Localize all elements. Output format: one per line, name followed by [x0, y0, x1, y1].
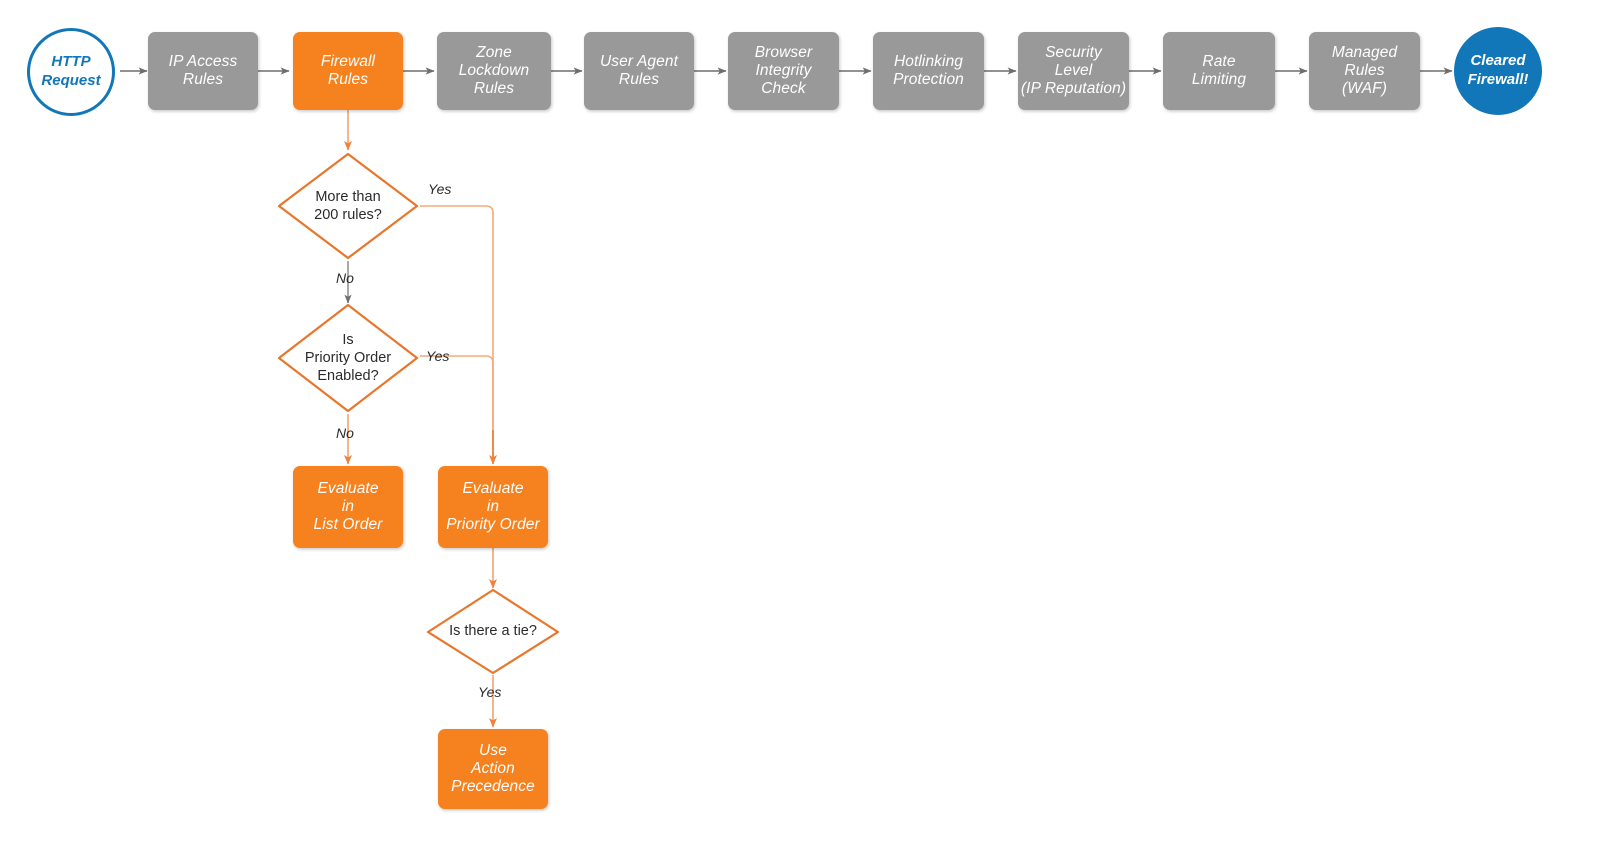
node-evaluate-in-priority-order[interactable]: Evaluate in Priority Order — [438, 466, 548, 548]
node-rate-limiting-label: Rate Limiting — [1191, 52, 1247, 88]
diamond-shape-icon — [426, 588, 560, 675]
decision-is-there-a-tie[interactable]: Is there a tie? — [426, 588, 560, 675]
node-hotlinking-protection-label: Hotlinking Protection — [893, 52, 964, 88]
node-http-request-label: HTTP Request — [41, 53, 101, 89]
node-firewall-rules[interactable]: Firewall Rules — [293, 32, 403, 110]
node-cleared-firewall[interactable]: Cleared Firewall! — [1454, 27, 1542, 115]
node-evaluate-in-priority-order-label: Evaluate in Priority Order — [446, 479, 540, 534]
node-evaluate-in-list-order-label: Evaluate in List Order — [313, 479, 383, 534]
edge-label-more-than-200-no: No — [336, 270, 354, 286]
node-ip-access-rules[interactable]: IP Access Rules — [148, 32, 258, 110]
node-user-agent-rules[interactable]: User Agent Rules — [584, 32, 694, 110]
node-firewall-rules-label: Firewall Rules — [320, 52, 376, 88]
node-use-action-precedence[interactable]: Use Action Precedence — [438, 729, 548, 809]
node-http-request[interactable]: HTTP Request — [27, 28, 115, 116]
node-evaluate-in-list-order[interactable]: Evaluate in List Order — [293, 466, 403, 548]
decision-more-than-200-rules[interactable]: More than 200 rules? — [277, 152, 419, 260]
edge-label-more-than-200-yes: Yes — [428, 181, 452, 197]
decision-more-than-200-rules-label: More than 200 rules? — [314, 188, 382, 223]
edge-label-priority-order-no: No — [336, 425, 354, 441]
node-browser-integrity-check-label: Browser Integrity Check — [754, 43, 813, 98]
node-cleared-firewall-label: Cleared Firewall! — [1467, 52, 1529, 88]
node-user-agent-rules-label: User Agent Rules — [600, 52, 678, 88]
decision-is-priority-order-enabled-label: Is Priority Order Enabled? — [304, 331, 392, 385]
diamond-shape-icon — [277, 152, 419, 260]
node-managed-rules-waf[interactable]: Managed Rules (WAF) — [1309, 32, 1420, 110]
decision-is-priority-order-enabled[interactable]: Is Priority Order Enabled? — [277, 303, 419, 413]
node-browser-integrity-check[interactable]: Browser Integrity Check — [728, 32, 839, 110]
diamond-shape-icon — [277, 303, 419, 413]
decision-is-there-a-tie-label: Is there a tie? — [449, 623, 537, 640]
node-hotlinking-protection[interactable]: Hotlinking Protection — [873, 32, 984, 110]
node-rate-limiting[interactable]: Rate Limiting — [1163, 32, 1275, 110]
edge-decision1-yes — [420, 205, 494, 462]
edge-label-tie-yes: Yes — [478, 684, 502, 700]
edge-label-priority-order-yes: Yes — [426, 348, 450, 364]
node-security-level-label: Security Level (IP Reputation) — [1020, 43, 1127, 98]
node-security-level[interactable]: Security Level (IP Reputation) — [1018, 32, 1129, 110]
node-managed-rules-waf-label: Managed Rules (WAF) — [1331, 43, 1398, 98]
node-zone-lockdown-rules-label: Zone Lockdown Rules — [458, 43, 530, 98]
node-zone-lockdown-rules[interactable]: Zone Lockdown Rules — [437, 32, 551, 110]
node-ip-access-rules-label: IP Access Rules — [168, 52, 238, 88]
edge-decision2-yes — [420, 355, 494, 462]
node-use-action-precedence-label: Use Action Precedence — [451, 741, 535, 796]
